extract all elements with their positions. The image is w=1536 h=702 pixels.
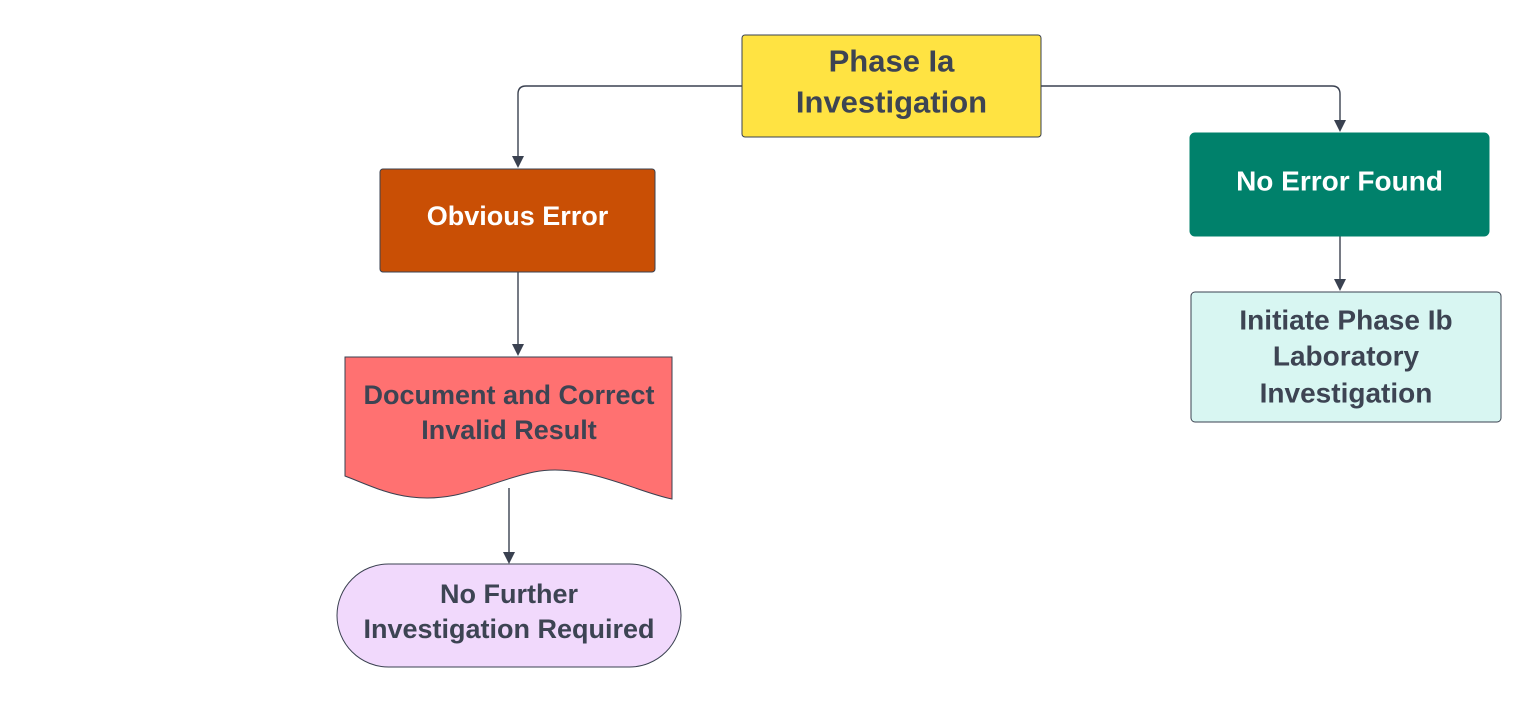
node-obvious-error: Obvious Error — [379, 168, 656, 273]
node-document-correct: Document and Correct Invalid Result — [344, 356, 673, 500]
initiate-phase-ib-box — [1190, 291, 1502, 423]
no-further-label-line-1: No Further — [440, 579, 578, 609]
phase-ia-box — [741, 34, 1042, 138]
node-no-error-found: No Error Found — [1189, 132, 1490, 237]
no-error-found-box — [1189, 132, 1490, 237]
initiate-label-line-3: Investigation — [1260, 378, 1433, 409]
no-further-label-line-2: Investigation Required — [363, 614, 654, 644]
node-initiate-phase-ib: Initiate Phase Ib Laboratory Investigati… — [1190, 291, 1502, 423]
node-phase-ia-investigation: Phase Ia Investigation — [741, 34, 1042, 138]
document-correct-shape — [344, 356, 673, 500]
connector-phase-ia-to-obvious-error — [512, 85, 742, 168]
phase-ia-label-line-1: Phase Ia — [829, 44, 956, 79]
connector-phase-ia-to-no-error-found — [1041, 85, 1346, 132]
node-no-further-investigation: No Further Investigation Required — [336, 563, 682, 668]
obvious-error-label: Obvious Error — [427, 201, 609, 231]
initiate-label-line-2: Laboratory — [1273, 341, 1420, 372]
connector-group — [503, 85, 1346, 564]
obvious-error-box — [379, 168, 656, 273]
initiate-label-line-1: Initiate Phase Ib — [1239, 305, 1452, 336]
no-error-found-label: No Error Found — [1236, 166, 1443, 197]
no-further-investigation-shape — [336, 563, 682, 668]
document-correct-label-line-1: Document and Correct — [363, 380, 654, 410]
phase-ia-label-line-2: Investigation — [796, 85, 987, 120]
document-correct-label-line-2: Invalid Result — [421, 415, 597, 445]
